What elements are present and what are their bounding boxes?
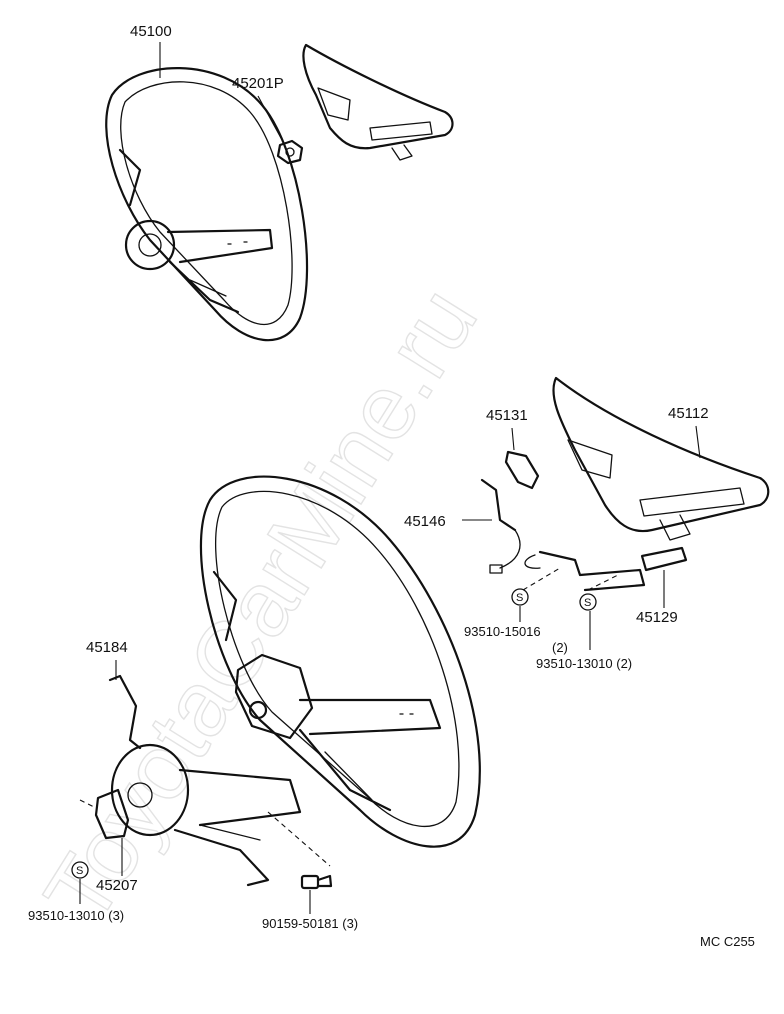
screw-symbol-b: S	[579, 593, 597, 611]
svg-text:S: S	[584, 597, 591, 609]
screw-symbol-a: S	[511, 588, 529, 606]
svg-text:S: S	[516, 592, 523, 604]
label-93510-13010-2: 93510-13010 (2)	[536, 656, 632, 671]
label-90159-50181: 90159-50181 (3)	[262, 916, 358, 931]
screw-symbol-c: S	[71, 861, 89, 879]
diagram-code: MC C255	[700, 934, 755, 949]
lower-horn-pad	[552, 376, 770, 541]
label-45112: 45112	[668, 405, 709, 422]
label-45207: 45207	[96, 877, 138, 894]
pad-clip-part	[640, 546, 688, 572]
label-45184: 45184	[86, 639, 128, 656]
bolt-part	[300, 874, 333, 890]
label-45129: 45129	[636, 609, 678, 626]
label-45100: 45100	[130, 23, 172, 40]
label-45201P: 45201P	[232, 75, 284, 92]
label-93510-15016: 93510-15016	[464, 624, 541, 639]
pad-bracket-part	[504, 450, 540, 490]
watermark-text: ToyotaCarMine.ru	[25, 271, 496, 941]
wire-harness-part	[480, 478, 646, 592]
label-45146: 45146	[404, 513, 446, 530]
upper-steering-wheel	[105, 67, 309, 342]
spring-washer-part	[94, 788, 130, 840]
nut-part	[276, 139, 304, 165]
label-93510-15016-qty: (2)	[552, 640, 568, 655]
lower-steering-wheel	[199, 475, 481, 848]
label-93510-13010-3: 93510-13010 (3)	[28, 908, 124, 923]
upper-horn-pad	[302, 43, 454, 161]
lower-bracket-part	[108, 674, 302, 887]
label-45131: 45131	[486, 407, 528, 424]
svg-text:S: S	[76, 865, 83, 877]
